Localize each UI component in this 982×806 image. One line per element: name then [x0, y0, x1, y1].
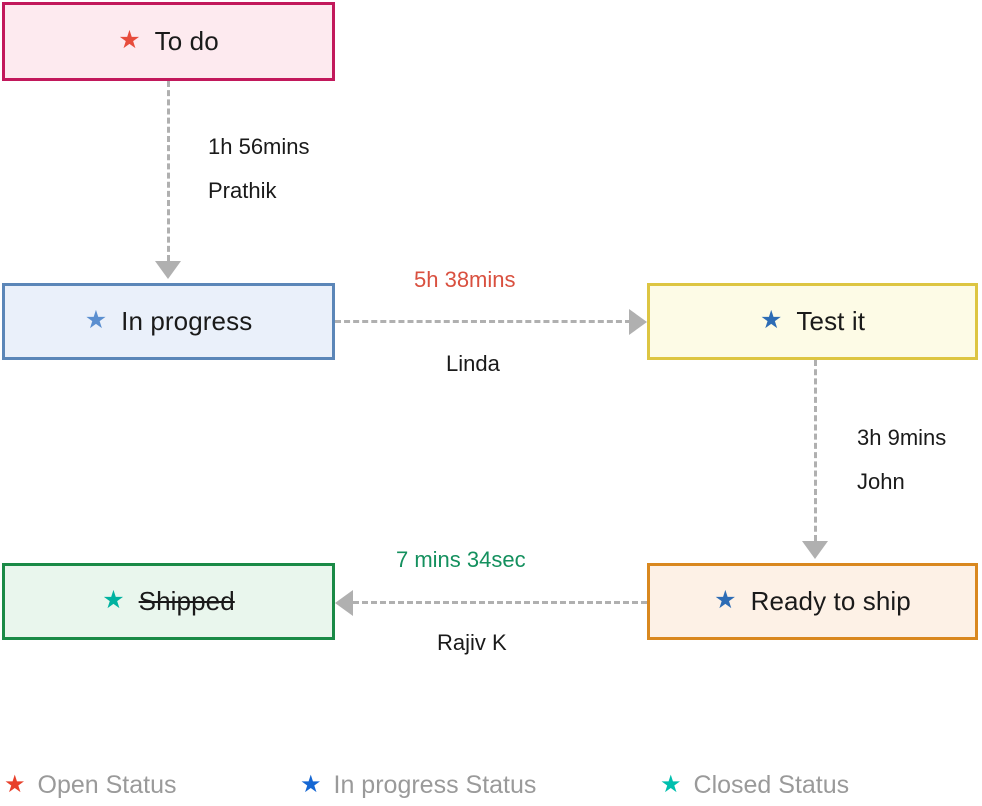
- legend-item-label: Open Status: [37, 771, 177, 799]
- legend-item-label: Closed Status: [693, 771, 850, 799]
- star-icon: ★: [660, 770, 682, 798]
- legend-item-in-progress-status: ★ In progress Status: [300, 771, 536, 800]
- edge-actor-label: Prathik: [208, 178, 277, 203]
- edge-actor-label: Linda: [446, 351, 500, 376]
- edge-line: [353, 601, 647, 604]
- star-icon: ★: [118, 26, 141, 54]
- edge-duration-label: 3h 9mins: [857, 425, 947, 450]
- edge-actor-label: Rajiv K: [437, 630, 507, 655]
- star-icon: ★: [759, 306, 783, 334]
- status-node-label: Shipped: [138, 586, 235, 616]
- arrowhead-left-icon: [335, 590, 353, 616]
- star-icon: ★: [300, 770, 322, 798]
- status-node-label: In progress: [121, 306, 253, 336]
- arrowhead-right-icon: [629, 309, 647, 335]
- status-legend: ★ Open Status ★ In progress Status ★ Clo…: [0, 765, 982, 806]
- status-node-todo[interactable]: ★ To do: [2, 2, 335, 81]
- status-node-test-it[interactable]: ★ Test it: [647, 283, 978, 360]
- star-icon: ★: [84, 306, 108, 334]
- edge-duration-label: 1h 56mins: [208, 134, 310, 159]
- edge-duration-label: 7 mins 34sec: [396, 547, 526, 572]
- edge-actor-label: John: [857, 469, 905, 494]
- status-node-label: Ready to ship: [750, 586, 911, 616]
- star-icon: ★: [4, 770, 26, 798]
- edge-line: [167, 81, 170, 261]
- legend-item-open-status: ★ Open Status: [4, 771, 177, 800]
- status-node-ready-to-ship[interactable]: ★ Ready to ship: [647, 563, 978, 640]
- status-node-label: Test it: [796, 306, 866, 336]
- edge-line: [335, 320, 631, 323]
- edge-duration-label: 5h 38mins: [414, 267, 516, 292]
- status-node-shipped[interactable]: ★ Shipped: [2, 563, 335, 640]
- arrowhead-down-icon: [802, 541, 828, 559]
- status-node-in-progress[interactable]: ★ In progress: [2, 283, 335, 360]
- status-node-label: To do: [154, 26, 219, 56]
- legend-item-closed-status: ★ Closed Status: [660, 771, 849, 800]
- legend-item-label: In progress Status: [333, 771, 537, 799]
- star-icon: ★: [714, 586, 737, 614]
- edge-line: [814, 360, 817, 541]
- arrowhead-down-icon: [155, 261, 181, 279]
- star-icon: ★: [102, 586, 125, 614]
